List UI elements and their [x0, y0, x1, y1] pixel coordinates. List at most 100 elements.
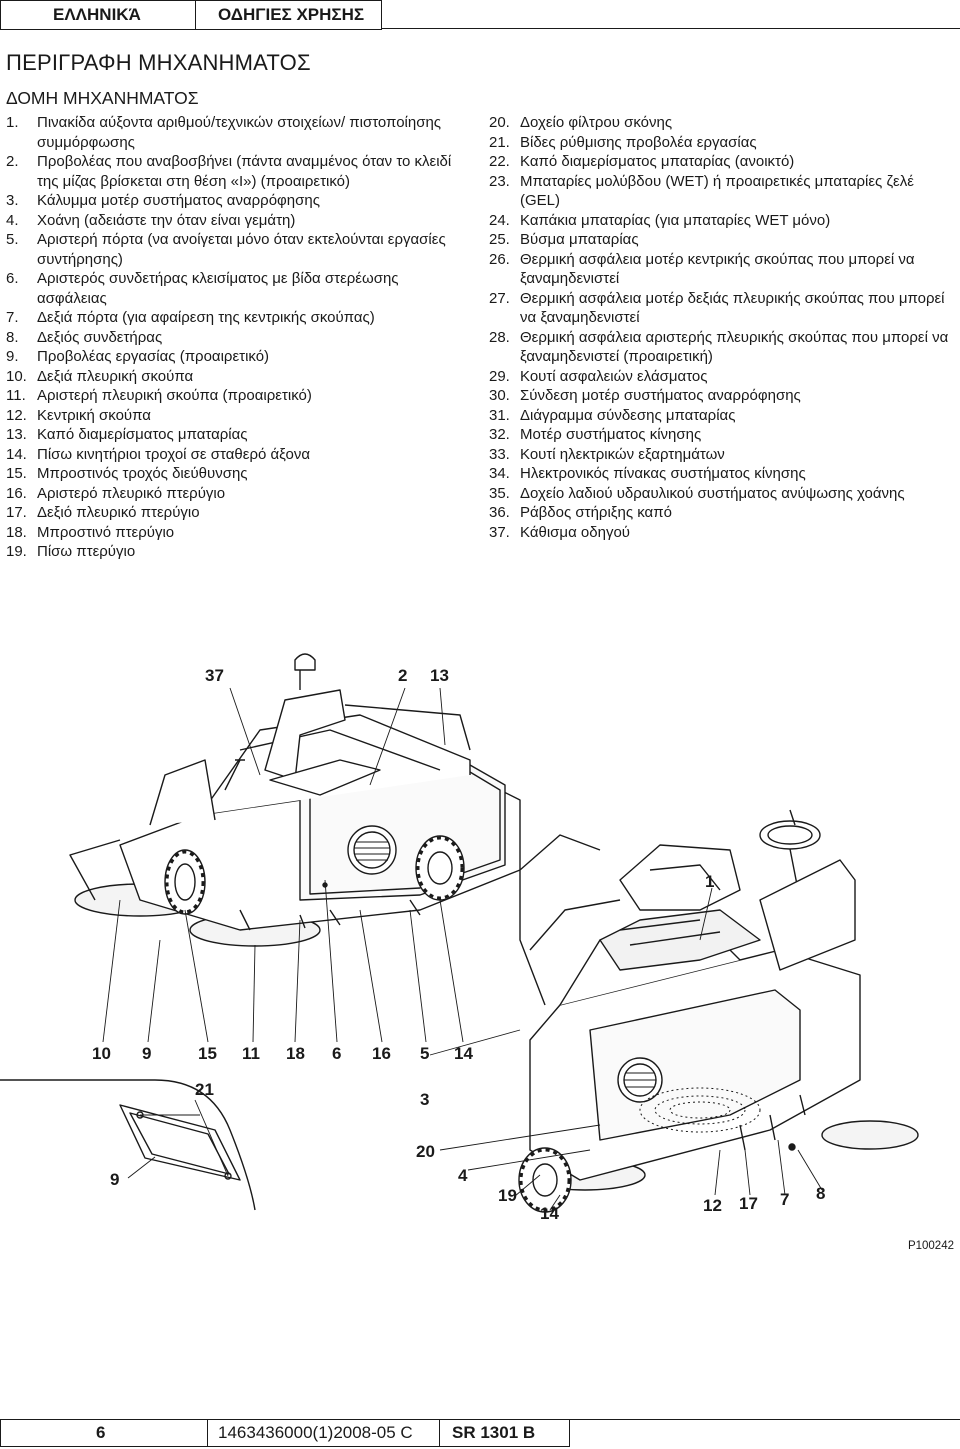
list-item: 8.Δεξιός συνδετήρας: [6, 328, 466, 348]
callout-14-bottom: 14: [540, 1204, 559, 1223]
callout-19: 19: [498, 1186, 517, 1205]
list-item: 36.Ράβδος στήριξης καπό: [489, 503, 957, 523]
page-header: ΕΛΛΗΝΙΚΆ ΟΔΗΓΙΕΣ ΧΡΗΣΗΣ: [0, 0, 960, 32]
item-number: 27.: [489, 289, 510, 307]
item-number: 19.: [6, 543, 27, 560]
callout-10: 10: [92, 1044, 111, 1063]
list-item: 14.Πίσω κινητήριοι τροχοί σε σταθερό άξο…: [6, 445, 466, 465]
item-text: Κουτί ασφαλειών ελάσματος: [520, 367, 708, 385]
list-item: 33.Κουτί ηλεκτρικών εξαρτημάτων: [489, 445, 957, 465]
item-number: 11.: [6, 387, 26, 404]
page-title: ΠΕΡΙΓΡΑΦΗ ΜΗΧΑΝΗΜΑΤΟΣ: [6, 50, 311, 75]
page-footer: 6 1463436000(1)2008-05 C SR 1301 B: [0, 1419, 960, 1449]
callout-37: 37: [205, 666, 224, 685]
list-item: 26.Θερμική ασφάλεια μοτέρ κεντρικής σκού…: [489, 250, 957, 289]
item-text: Κεντρική σκούπα: [37, 406, 151, 424]
item-text: Προβολέας που αναβοσβήνει (πάντα αναμμέν…: [37, 153, 452, 190]
language-label: ΕΛΛΗΝΙΚΆ: [0, 0, 196, 30]
list-item: 32.Μοτέρ συστήματος κίνησης: [489, 425, 957, 445]
list-item: 31. Διάγραμμα σύνδεσης μπαταρίας: [489, 406, 957, 426]
item-number: 36.: [489, 504, 510, 521]
item-number: 13.: [6, 426, 27, 443]
list-item: 20.Δοχείο φίλτρου σκόνης: [489, 113, 957, 133]
callout-9-top: 9: [142, 1044, 152, 1063]
list-item: 19. Πίσω πτερύγιο: [6, 542, 466, 562]
callout-7: 7: [780, 1190, 790, 1209]
callout-14-top: 14: [454, 1044, 473, 1063]
list-item: 24.Καπάκια μπαταρίας (για μπαταρίες WET …: [489, 211, 957, 231]
left-rear-wheel: [164, 849, 206, 915]
list-item: 21.Βίδες ρύθμισης προβολέα εργασίας: [489, 133, 957, 153]
item-number: 25.: [489, 231, 510, 248]
list-item: 16. Αριστερό πλευρικό πτερύγιο: [6, 484, 466, 504]
footer-rule: [0, 1419, 960, 1420]
page-number: 6: [0, 1419, 208, 1447]
item-number: 4.: [6, 211, 19, 229]
list-item: 5.Αριστερή πόρτα (να ανοίγεται μόνο όταν…: [6, 230, 466, 269]
item-number: 33.: [489, 445, 510, 463]
machine-drawing: [0, 653, 919, 1213]
item-number: 31.: [489, 406, 510, 424]
list-item: 28. Θερμική ασφάλεια αριστερής πλευρικής …: [489, 328, 957, 367]
item-text: Δεξιά πλευρική σκούπα: [37, 367, 194, 385]
item-number: 35.: [489, 484, 510, 502]
item-text: Καπό διαμερίσματος μπαταρίας (ανοικτό): [520, 153, 795, 170]
item-number: 17.: [6, 504, 27, 521]
item-text: Πίσω πτερύγιο: [37, 543, 136, 560]
item-text: Αριστερό πλευρικό πτερύγιο: [37, 484, 226, 502]
manual-type-label: ΟΔΗΓΙΕΣ ΧΡΗΣΗΣ: [196, 0, 382, 30]
callout-16: 16: [372, 1044, 391, 1063]
item-text: Αριστερός συνδετήρας κλεισίματος με βίδα…: [37, 270, 399, 307]
item-number: 10.: [6, 367, 27, 385]
item-text: Διάγραμμα σύνδεσης μπαταρίας: [520, 406, 736, 424]
item-number: 7.: [6, 309, 19, 326]
item-text: Κάθισμα οδηγού: [520, 523, 630, 541]
item-number: 9.: [6, 348, 19, 365]
rear-wheel-right-view: [518, 1147, 572, 1213]
item-text: Χοάνη (αδειάστε την όταν είναι γεμάτη): [37, 211, 296, 229]
list-item: 9. Προβολέας εργασίας (προαιρετικό): [6, 347, 466, 367]
item-text: Προβολέας εργασίας (προαιρετικό): [37, 348, 270, 365]
item-text: Θερμική ασφάλεια μοτέρ κεντρικής σκούπας…: [520, 250, 915, 288]
list-item: 3.Κάλυμμα μοτέρ συστήματος αναρρόφησης: [6, 191, 466, 211]
list-item: 2.Προβολέας που αναβοσβήνει (πάντα αναμμ…: [6, 152, 466, 191]
list-item: 15.Μπροστινός τροχός διεύθυνσης: [6, 464, 466, 484]
list-item: 35. Δοχείο λαδιού υδραυλικού συστήματος α…: [489, 484, 957, 504]
item-number: 22.: [489, 153, 510, 170]
item-text: Πίσω κινητήριοι τροχοί σε σταθερό άξονα: [37, 445, 310, 463]
item-text: Καπό διαμερίσματος μπαταρίας: [37, 426, 248, 443]
item-number: 20.: [489, 114, 510, 131]
front-wheel-left-view: [415, 835, 465, 901]
callout-8: 8: [816, 1184, 826, 1203]
right-machine-view: [322, 809, 919, 1213]
list-item: 10. Δεξιά πλευρική σκούπα: [6, 367, 466, 387]
callout-12: 12: [703, 1196, 722, 1215]
list-item: 22. Καπό διαμερίσματος μπαταρίας (ανοικτό…: [489, 152, 957, 172]
item-text: Σύνδεση μοτέρ συστήματος αναρρόφησης: [520, 387, 801, 404]
callout-3: 3: [420, 1090, 430, 1109]
item-text: Αριστερή πλευρική σκούπα (προαιρετικό): [37, 387, 312, 404]
item-text: Θερμική ασφάλεια αριστερής πλευρικής σκο…: [520, 328, 949, 366]
item-text: Δοχείο λαδιού υδραυλικού συστήματος ανύψ…: [520, 484, 905, 502]
section-title: ΔΟΜΗ ΜΗΧΑΝΗΜΑΤΟΣ: [6, 88, 199, 108]
item-number: 16.: [6, 484, 27, 502]
item-text: Πινακίδα αύξοντα αριθμού/τεχνικών στοιχε…: [37, 114, 442, 151]
callout-4: 4: [458, 1166, 468, 1185]
item-text: Βίδες ρύθμισης προβολέα εργασίας: [520, 133, 757, 151]
left-machine-view: [69, 653, 521, 1043]
item-number: 18.: [6, 523, 27, 541]
list-item: 37. Κάθισμα οδηγού: [489, 523, 957, 543]
item-text: Βύσμα μπαταρίας: [520, 231, 639, 248]
item-number: 8.: [6, 328, 19, 346]
callout-6: 6: [332, 1044, 342, 1063]
item-text: Αριστερή πόρτα (να ανοίγεται μόνο όταν ε…: [37, 231, 446, 268]
item-number: 32.: [489, 426, 510, 443]
item-text: Δεξιό πλευρικό πτερύγιο: [37, 504, 200, 521]
list-item: 6.Αριστερός συνδετήρας κλεισίματος με βί…: [6, 269, 466, 308]
item-number: 28.: [489, 328, 510, 346]
item-number: 37.: [489, 523, 510, 541]
list-item: 13. Καπό διαμερίσματος μπαταρίας: [6, 425, 466, 445]
callout-20: 20: [416, 1142, 435, 1161]
work-light-inset: [0, 1079, 256, 1211]
list-item: 25. Βύσμα μπαταρίας: [489, 230, 957, 250]
